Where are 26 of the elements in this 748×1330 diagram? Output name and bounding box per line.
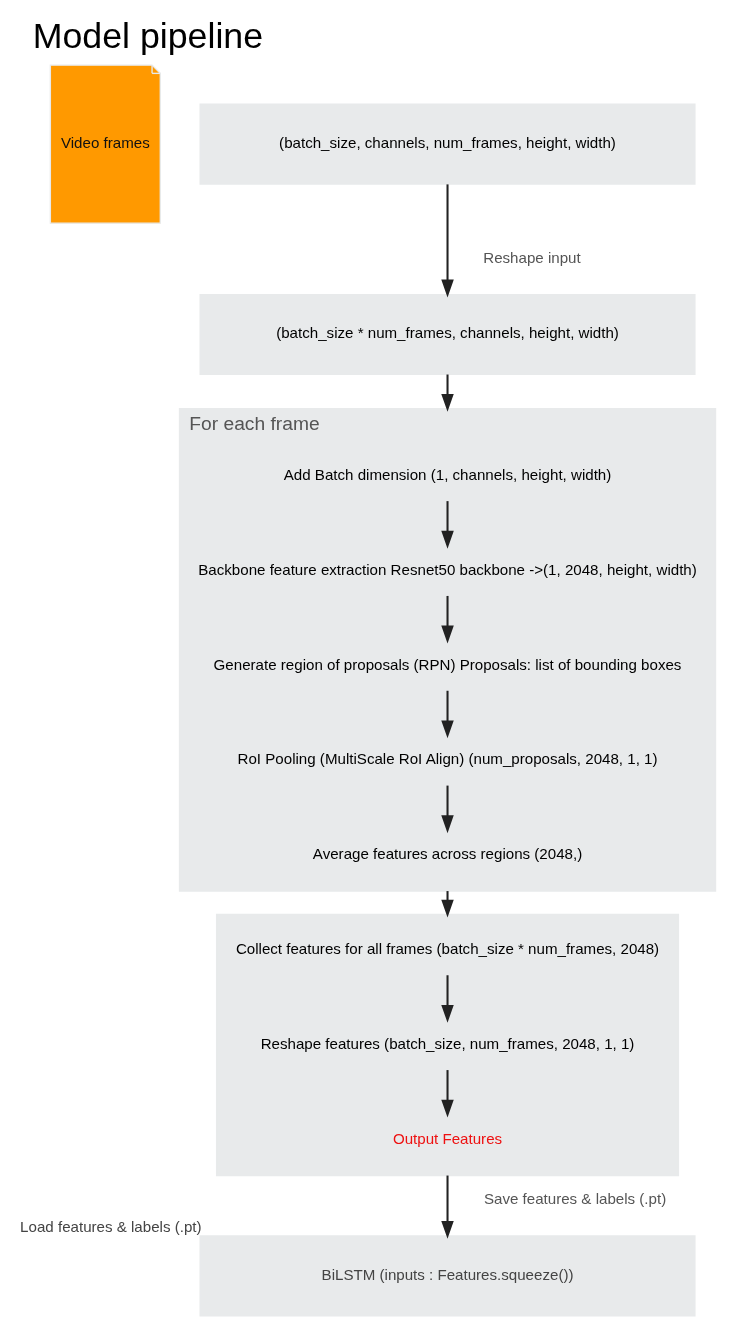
arrow bbox=[441, 690, 454, 739]
node-box: BiLSTM (inputs : Features.squeeze()) bbox=[199, 1235, 696, 1317]
node-text: RoI Pooling (MultiScale RoI Align) (num_proposals, 2048, 1, 1) bbox=[237, 750, 658, 768]
arrow bbox=[441, 975, 454, 1023]
node-text: Add Batch dimension (1, channels, height, width) bbox=[283, 465, 612, 483]
cluster bbox=[215, 913, 680, 1177]
node-text: Output Features bbox=[392, 1129, 503, 1147]
arrow bbox=[441, 891, 454, 918]
arrow bbox=[441, 595, 454, 644]
node-text: Backbone feature extraction Resnet50 backbone ->(1, 2048, height, width) bbox=[198, 560, 697, 578]
node-box: (batch_size * num_frames, channels, height, width) bbox=[199, 293, 696, 376]
arrow bbox=[441, 1070, 454, 1118]
arrow bbox=[441, 374, 454, 412]
node-text: Generate region of proposals (RPN) Proposals: list of bounding boxes bbox=[213, 655, 682, 673]
node-text: Collect features for all frames (batch_size * num_frames, 2048) bbox=[235, 940, 660, 958]
arrow bbox=[441, 184, 454, 298]
node-text: Reshape features (batch_size, num_frames, 2048, 1, 1) bbox=[260, 1034, 635, 1052]
edge-label: Reshape input bbox=[483, 248, 581, 266]
node-text: Average features across regions (2048,) bbox=[312, 845, 583, 863]
arrow bbox=[441, 501, 454, 549]
diagram-title: Model pipeline bbox=[32, 16, 264, 57]
node-box: (batch_size, channels, num_frames, height, width) bbox=[199, 103, 696, 185]
arrow bbox=[441, 785, 454, 834]
edge-label: Save features & labels (.pt) bbox=[483, 1190, 667, 1208]
arrow bbox=[441, 1175, 454, 1239]
node-label: Load features & labels (.pt) bbox=[20, 1217, 202, 1235]
